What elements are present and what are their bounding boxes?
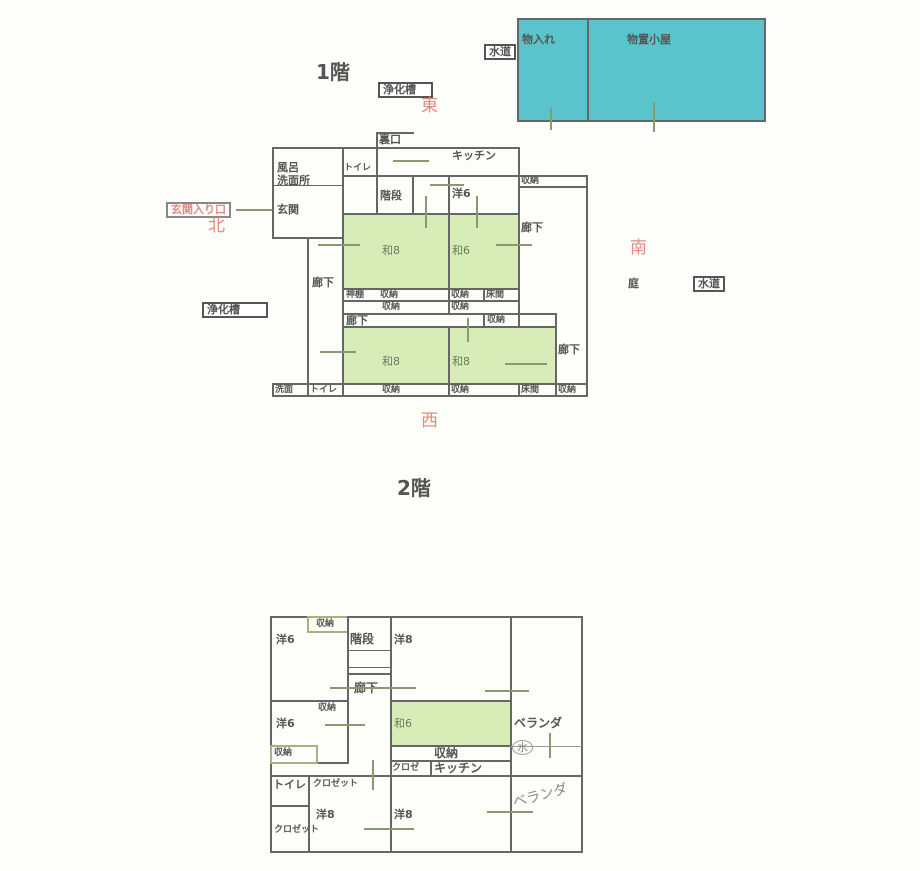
western6-label: 洋6 — [276, 717, 295, 730]
water-tap-label: 水道 — [693, 276, 725, 292]
toilet-label: トイレ — [273, 778, 306, 791]
sink-label: 洗面 — [275, 385, 294, 395]
storage-shed — [517, 18, 589, 122]
arrow — [393, 160, 429, 162]
storage-label: 収納 — [316, 619, 335, 629]
tatami8-label: 和8 — [382, 244, 400, 257]
storage — [518, 175, 588, 188]
veranda — [510, 616, 583, 853]
arrow — [549, 733, 551, 758]
arrow — [476, 196, 478, 228]
tatami6-room — [448, 213, 520, 290]
back-door — [376, 132, 414, 149]
stairs-label: 階段 — [380, 189, 402, 202]
tatami6-label: 和6 — [452, 244, 470, 257]
handwritten-line — [510, 746, 582, 747]
storage-label: 収納 — [382, 385, 401, 395]
tatami6-label: 和6 — [394, 717, 412, 730]
storage — [555, 383, 588, 397]
arrow — [430, 184, 464, 186]
handwritten-water-mark: 水 — [512, 740, 533, 755]
toilet — [342, 147, 378, 215]
closet-label: クロゼット — [274, 825, 320, 835]
tokonoma-label: 床間 — [521, 385, 540, 395]
hall — [412, 175, 450, 215]
arrow — [505, 363, 547, 365]
arrow — [487, 811, 533, 813]
tatami6-room — [390, 700, 512, 747]
western6-label: 洋6 — [276, 633, 295, 646]
corridor-label: 廊下 — [346, 314, 368, 327]
arrow — [425, 196, 427, 228]
stair-steps — [349, 650, 390, 668]
back-door-label: 裏口 — [379, 133, 401, 146]
western6-label: 洋6 — [452, 187, 471, 200]
storage-label: 収納 — [434, 746, 459, 760]
entrance-label: 玄関入り口 — [166, 202, 231, 218]
tatami8-label: 和8 — [382, 355, 400, 368]
tatami8-label: 和8 — [452, 355, 470, 368]
western8-label: 洋8 — [394, 808, 413, 821]
tool-shed-label: 物置小屋 — [627, 33, 671, 46]
divider — [272, 185, 344, 187]
storage-label: 収納 — [380, 290, 399, 300]
corridor-label: 廊下 — [558, 343, 580, 356]
storage-label: 収納 — [274, 748, 293, 758]
storage-label: 収納 — [487, 315, 506, 325]
compass-north: 北 — [208, 216, 225, 236]
floor1-title: 1階 — [316, 60, 350, 84]
compass-east: 東 — [421, 96, 438, 116]
arrow — [550, 108, 552, 130]
arrow — [320, 351, 356, 353]
arrow — [485, 690, 529, 692]
bath-label: 風呂 — [277, 161, 299, 174]
tokonoma-label: 床間 — [486, 290, 505, 300]
kitchen-label: キッチン — [434, 761, 483, 775]
garden-label: 庭 — [628, 277, 639, 290]
storage-label: 収納 — [318, 703, 337, 713]
storage-label: 収納 — [451, 290, 470, 300]
storage-label: 収納 — [451, 385, 470, 395]
arrow — [330, 687, 416, 689]
toilet-label: トイレ — [310, 385, 338, 395]
entry-label: 玄関 — [277, 203, 299, 216]
western8-room — [390, 775, 512, 853]
arrow — [364, 828, 414, 830]
compass-south: 南 — [630, 238, 647, 258]
western8-label: 洋8 — [316, 808, 335, 821]
arrow — [496, 244, 532, 246]
western8-label: 洋8 — [394, 633, 413, 646]
toilet-label: トイレ — [344, 163, 372, 173]
arrow — [325, 724, 365, 726]
tool-shed — [587, 18, 766, 122]
closet-label: クロゼット — [313, 779, 359, 789]
arrow — [236, 209, 272, 211]
washroom-label: 洗面所 — [277, 174, 310, 187]
compass-west: 西 — [421, 411, 438, 431]
arrow — [467, 318, 469, 342]
stairs-label: 階段 — [350, 632, 375, 646]
arrow — [372, 760, 374, 790]
storage-label: 収納 — [382, 302, 401, 312]
storage-label: 収納 — [521, 176, 540, 186]
floor2-title: 2階 — [397, 476, 431, 500]
septic-tank-label: 浄化槽 — [202, 302, 268, 318]
arrow — [318, 244, 360, 246]
water-tap-label: 水道 — [484, 44, 516, 60]
corridor-label: 廊下 — [521, 221, 543, 234]
kitchen-label: キッチン — [452, 149, 496, 162]
tatami8-room — [448, 326, 557, 385]
storage-label: 収納 — [451, 302, 470, 312]
storage — [270, 745, 318, 764]
storage-shed-label: 物入れ — [522, 33, 555, 46]
veranda-label: ベランダ — [514, 716, 563, 730]
closet-label: クロゼ — [392, 763, 420, 773]
kamidana-label: 神棚 — [346, 290, 365, 300]
storage-label: 収納 — [558, 385, 577, 395]
corridor-west — [307, 237, 344, 397]
arrow — [653, 102, 655, 132]
septic-tank-label: 浄化槽 — [378, 82, 433, 98]
corridor-label: 廊下 — [312, 276, 334, 289]
